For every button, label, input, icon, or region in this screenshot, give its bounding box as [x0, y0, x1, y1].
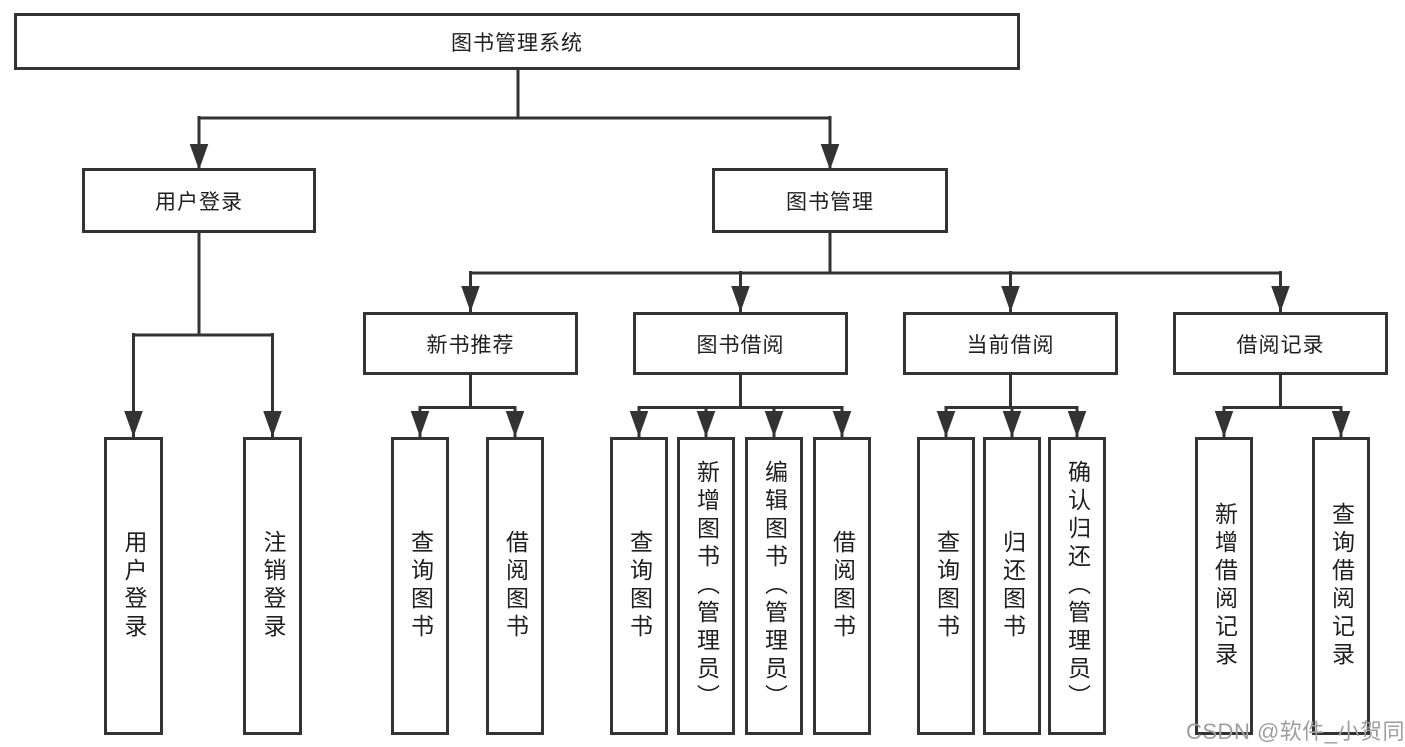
node-label: 用户登录: [155, 190, 243, 214]
leaf-add-book-admin: 新增图书（管理员）: [677, 437, 735, 735]
leaf-query-books-borrow: 查询图书: [610, 437, 668, 735]
node-label: 注销登录: [260, 530, 286, 642]
leaf-user-login: 用户登录: [104, 437, 163, 735]
node-new-book-recommend: 新书推荐: [363, 312, 578, 375]
leaf-query-books-recommend: 查询图书: [391, 437, 449, 735]
node-book-borrow: 图书借阅: [633, 312, 848, 375]
node-label: 用户登录: [121, 530, 147, 642]
node-library-management-system: 图书管理系统: [14, 13, 1020, 70]
leaf-query-borrow-record: 查询借阅记录: [1312, 437, 1370, 735]
node-label: 新书推荐: [426, 333, 515, 357]
leaf-return-book: 归还图书: [983, 437, 1041, 735]
node-label: 借阅记录: [1236, 333, 1325, 357]
node-label: 查询图书: [407, 530, 434, 642]
node-label: 归还图书: [999, 530, 1026, 642]
node-label: 查询图书: [626, 530, 653, 642]
node-book-management: 图书管理: [712, 168, 948, 233]
node-label: 查询图书: [933, 530, 960, 642]
csdn-watermark: CSDN @软件_小贺同学: [1186, 719, 1405, 744]
node-label: 新增借阅记录: [1211, 502, 1238, 670]
node-label: 编辑图书（管理员）: [761, 460, 788, 712]
node-user-login: 用户登录: [82, 168, 316, 233]
node-borrow-records: 借阅记录: [1173, 312, 1388, 375]
leaf-borrow-books-recommend: 借阅图书: [486, 437, 544, 735]
leaf-borrow-books: 借阅图书: [813, 437, 871, 735]
node-label: 借阅图书: [829, 530, 856, 642]
leaf-confirm-return-admin: 确认归还（管理员）: [1048, 437, 1106, 735]
leaf-logout: 注销登录: [243, 437, 302, 735]
node-label: 图书管理: [786, 190, 874, 214]
leaf-query-books-current: 查询图书: [917, 437, 975, 735]
node-label: 当前借阅: [966, 333, 1055, 357]
node-label: 确认归还（管理员）: [1064, 460, 1091, 712]
leaf-edit-book-admin: 编辑图书（管理员）: [745, 437, 803, 735]
node-current-borrow: 当前借阅: [903, 312, 1118, 375]
node-label: 图书借阅: [696, 333, 785, 357]
node-label: 借阅图书: [502, 530, 529, 642]
leaf-add-borrow-record: 新增借阅记录: [1195, 437, 1253, 735]
node-label: 图书管理系统: [451, 31, 583, 55]
node-label: 查询借阅记录: [1328, 502, 1355, 670]
node-label: 新增图书（管理员）: [693, 460, 720, 712]
